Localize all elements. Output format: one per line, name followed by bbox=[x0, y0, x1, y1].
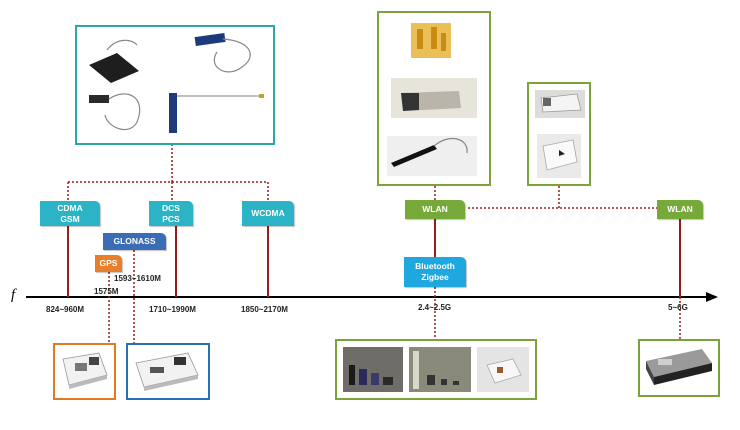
bluetooth-zigbee-antenna-photos bbox=[335, 339, 537, 400]
tag-cdma-label: CDMA bbox=[57, 202, 83, 213]
tag-gps: GPS bbox=[95, 255, 122, 272]
glonass-chip-antenna-icon bbox=[135, 352, 199, 391]
gsm-dcs-wcdma-antenna-photos bbox=[75, 25, 275, 145]
wlan-chip-antenna-photos bbox=[527, 82, 591, 186]
tag-wcdma: WCDMA bbox=[242, 201, 294, 226]
freq-gps: 1575M bbox=[94, 287, 119, 296]
chip-antenna-icon bbox=[387, 23, 477, 176]
tag-bluetooth-zigbee: Bluetooth Zigbee bbox=[404, 257, 466, 287]
axis-arrowhead bbox=[706, 292, 718, 302]
tag-wlan-24: WLAN bbox=[405, 200, 465, 219]
gps-chip-antenna-icon bbox=[62, 352, 108, 389]
wlan-5g-antenna-photo bbox=[638, 339, 720, 397]
chip-antenna-lineup-icon bbox=[343, 347, 529, 392]
freq-glonass: 1593~1610M bbox=[114, 274, 161, 283]
tag-dcs-label: DCS bbox=[162, 202, 180, 213]
glonass-antenna-photo bbox=[126, 343, 210, 400]
tag-cdma-gsm: CDMA GSM bbox=[40, 201, 100, 226]
freq-dcs-pcs: 1710~1990M bbox=[149, 305, 196, 314]
tag-gsm-label: GSM bbox=[60, 213, 80, 224]
tag-zigbee-label: Zigbee bbox=[421, 272, 449, 282]
freq-wlan-24: 2.4~2.5G bbox=[418, 303, 452, 312]
tag-glonass-label: GLONASS bbox=[113, 236, 156, 246]
tag-pcs-label: PCS bbox=[162, 213, 180, 224]
wlan-24-antenna-photos bbox=[377, 11, 491, 186]
tag-wcdma-label: WCDMA bbox=[251, 208, 285, 218]
axis-label-f: f bbox=[11, 287, 16, 303]
tag-gps-label: GPS bbox=[99, 258, 118, 268]
tag-wlan-24-label: WLAN bbox=[422, 204, 448, 214]
ceramic-chip-antenna-icon bbox=[535, 90, 585, 178]
tag-bluetooth-label: Bluetooth bbox=[415, 261, 455, 271]
freq-wlan-5: 5~6G bbox=[668, 303, 688, 312]
fpc-antenna-with-cable-icon bbox=[89, 32, 264, 133]
tag-dcs-pcs: DCS PCS bbox=[149, 201, 193, 226]
gps-antenna-photo bbox=[53, 343, 116, 400]
wlan-5g-chip-antenna-icon bbox=[646, 349, 712, 385]
tag-glonass: GLONASS bbox=[103, 233, 166, 250]
freq-cdma-gsm: 824~960M bbox=[46, 305, 85, 314]
tag-wlan-5: WLAN bbox=[657, 200, 703, 219]
tag-wlan-5-label: WLAN bbox=[667, 204, 693, 214]
freq-wcdma: 1850~2170M bbox=[241, 305, 288, 314]
